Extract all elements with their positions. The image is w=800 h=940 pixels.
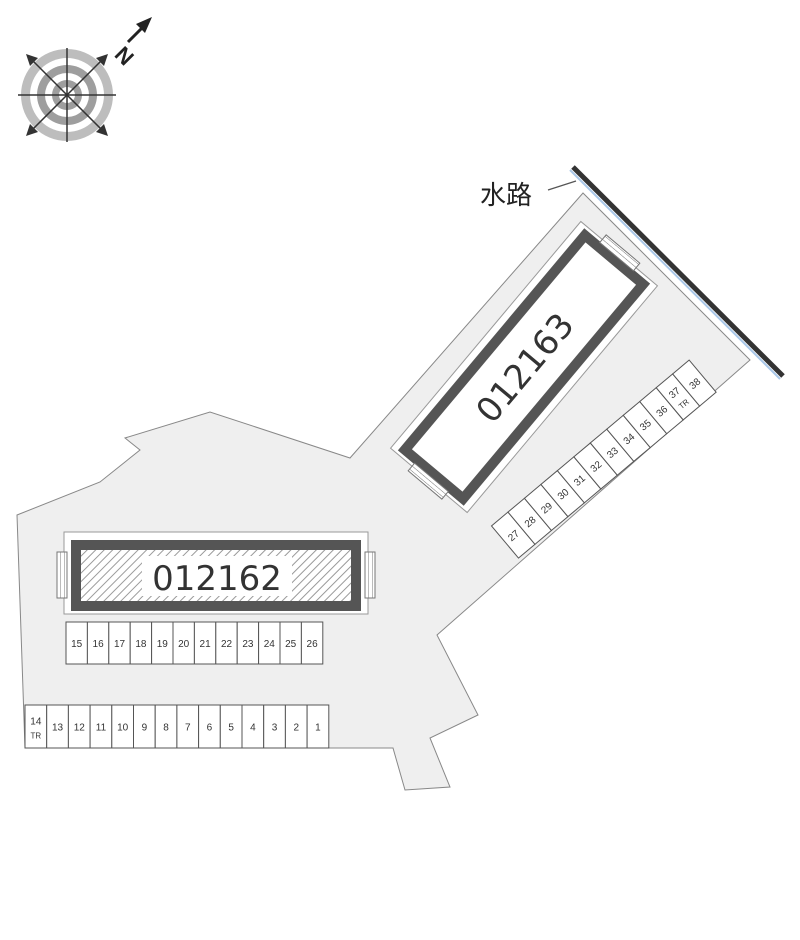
svg-text:22: 22 (221, 639, 233, 650)
svg-text:12: 12 (74, 723, 86, 734)
svg-text:5: 5 (228, 723, 234, 734)
svg-text:23: 23 (242, 639, 254, 650)
parking-space-1: 1 (306, 704, 330, 749)
svg-text:24: 24 (264, 639, 276, 650)
parking-space-21: 21 (193, 621, 217, 665)
parking-space-19: 19 (151, 621, 174, 665)
waterway-label: 水路 (480, 181, 532, 211)
parking-space-18: 18 (129, 621, 153, 665)
parking-space-25: 25 (279, 621, 302, 665)
north-arrow-icon (126, 17, 152, 44)
svg-text:16: 16 (93, 639, 105, 650)
parking-space-13: 13 (46, 704, 69, 749)
svg-text:26: 26 (307, 639, 319, 650)
parking-space-30: 30 (540, 469, 586, 518)
svg-text:14: 14 (30, 717, 42, 728)
parking-space-2: 2 (284, 704, 308, 749)
parking-row-middle: 15 16 17 18 19 20 21 22 23 24 25 26 (65, 621, 324, 665)
svg-text:15: 15 (71, 639, 83, 650)
parking-space-31: 31 (556, 456, 602, 504)
parking-space-20: 20 (172, 621, 195, 665)
parking-space-26: 26 (300, 621, 324, 665)
parking-space-4: 4 (241, 704, 265, 749)
building-012162: 012162 (56, 531, 376, 615)
parking-space-28: 28 (507, 497, 553, 545)
building-012163: 012163 (389, 220, 659, 514)
svg-text:10: 10 (117, 723, 129, 734)
svg-text:3: 3 (272, 723, 278, 734)
compass-icon (18, 48, 116, 142)
parking-space-23: 23 (236, 621, 260, 665)
building-label-012162: 012162 (152, 559, 282, 599)
svg-text:2: 2 (293, 723, 299, 734)
parking-space-5: 5 (219, 704, 243, 749)
parking-space-8: 8 (154, 704, 178, 749)
svg-text:17: 17 (114, 639, 126, 650)
parking-space-7: 7 (176, 704, 200, 749)
svg-text:8: 8 (163, 723, 169, 734)
svg-text:1: 1 (315, 723, 321, 734)
north-label: N (110, 42, 139, 71)
svg-text:21: 21 (200, 639, 212, 650)
svg-text:13: 13 (52, 723, 64, 734)
svg-text:4: 4 (250, 723, 256, 734)
svg-text:6: 6 (207, 723, 213, 734)
svg-text:25: 25 (285, 639, 297, 650)
waterway (547, 165, 785, 380)
parking-space-16: 16 (86, 621, 110, 665)
parking-space-38: 38 (671, 359, 717, 407)
svg-text:20: 20 (178, 639, 190, 650)
parking-space-24: 24 (258, 621, 281, 665)
parking-space-33: 33 (589, 428, 635, 476)
parking-space-11: 11 (89, 704, 113, 749)
svg-text:9: 9 (142, 723, 148, 734)
svg-text:18: 18 (135, 639, 147, 650)
svg-text:19: 19 (157, 639, 169, 650)
parking-space-3: 3 (263, 704, 286, 749)
parking-space-12: 12 (67, 704, 91, 749)
parking-space-17: 17 (108, 621, 131, 665)
svg-text:TR: TR (31, 732, 42, 741)
svg-text:11: 11 (96, 723, 107, 734)
parking-space-6: 6 (198, 704, 221, 749)
parking-space-22: 22 (215, 621, 238, 665)
parking-space-15: 15 (65, 621, 88, 665)
parking-space-9: 9 (133, 704, 156, 749)
svg-text:7: 7 (185, 723, 191, 734)
parking-space-10: 10 (111, 704, 135, 749)
